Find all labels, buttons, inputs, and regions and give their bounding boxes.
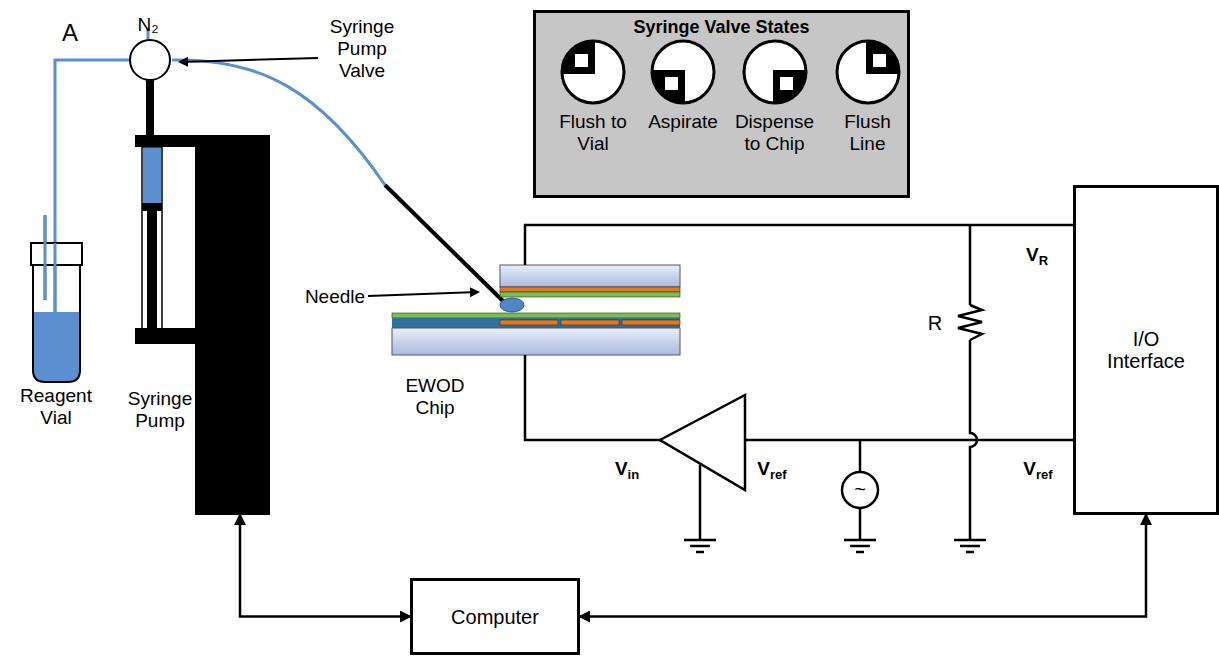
node-label: Aspirate [638, 111, 728, 133]
syringe-pump [135, 328, 270, 344]
valve-state: Flush to Vial [548, 31, 638, 181]
node-label: Syringe Pump [124, 388, 196, 432]
valve-state-icon [740, 37, 810, 107]
ac-source-symbol [842, 472, 878, 508]
syringe-pump [146, 80, 154, 138]
part-label: Syringe Pump Valve [317, 16, 407, 82]
syringe-pump [135, 135, 270, 147]
part-label: A [62, 22, 78, 44]
circuit-wires [745, 439, 1073, 442]
valve-port [652, 70, 685, 103]
ewod-chip [500, 265, 680, 287]
valve-state-panel: Syringe Valve StatesFlush to VialAspirat… [533, 10, 910, 198]
valve-state-icon [833, 37, 903, 107]
node-label: Computer [420, 606, 570, 628]
signal-name: Vref [1023, 458, 1052, 486]
valve-symbol [130, 40, 170, 80]
circuit-wires [699, 465, 702, 540]
node-label: Flush to Vial [553, 111, 633, 155]
reagent-vial [31, 215, 82, 382]
circuit-wires [525, 225, 1073, 265]
ewod-chip [500, 298, 524, 312]
valve-port [575, 54, 588, 67]
ewod-chip [561, 320, 619, 325]
part-label: N₂ [137, 14, 158, 36]
ewod-chip [622, 320, 680, 325]
valve-state-icon [558, 37, 628, 107]
ground-symbol [954, 540, 986, 552]
ewod-chip [392, 318, 680, 328]
node-label: I/O Interface [1096, 328, 1196, 372]
syringe-pump [142, 203, 162, 211]
reagent-vial [44, 215, 47, 300]
valve-state: Dispense to Chip [727, 31, 822, 181]
valve-body [837, 41, 899, 103]
process-box: Computer [410, 578, 580, 655]
ground-symbol [844, 540, 876, 552]
part-label: Needle [305, 286, 365, 308]
valve-port [780, 77, 793, 90]
leader-line [368, 292, 478, 296]
ewod-chip [392, 313, 680, 318]
circuit-wires [525, 225, 1073, 540]
leader-line [180, 58, 318, 62]
connector-arrow [580, 515, 1146, 617]
signal-name: Vin [615, 458, 639, 486]
syringe-pump [147, 211, 157, 331]
part-label: EWOD Chip [395, 375, 475, 419]
panel-title: Syringe Valve States [536, 16, 907, 38]
circuit-wires [859, 508, 862, 540]
process-box: I/O Interface [1073, 185, 1219, 515]
valve-state-icon [744, 41, 806, 103]
ewod-chip [392, 265, 680, 355]
resistor-symbol [958, 305, 982, 340]
tubing [44, 215, 47, 300]
ground-symbol [684, 540, 716, 552]
syringe-pump [135, 80, 270, 515]
connector-arrow [240, 515, 410, 617]
ewod-chip [500, 320, 558, 325]
circuit-wires [859, 440, 862, 472]
syringe-pump: Syringe Pump [130, 135, 270, 515]
signal-name: Vref [757, 458, 786, 486]
valve-body [744, 41, 806, 103]
valve-state-icon [652, 41, 714, 103]
valve-port [866, 41, 899, 74]
valve-state-icon [837, 41, 899, 103]
node-label: Dispense to Chip [731, 111, 819, 155]
amplifier-symbol [660, 395, 745, 490]
signal-name: VR [1026, 244, 1048, 272]
valve-body [652, 41, 714, 103]
syringe-pump [195, 135, 270, 515]
valve-port [873, 54, 886, 67]
node-label: Flush Line [833, 111, 903, 155]
needle [385, 185, 505, 303]
circuit-wires [969, 225, 972, 305]
valve-state-icon [562, 41, 624, 103]
circuit-wires [525, 355, 660, 440]
ewod-chip [500, 287, 680, 292]
valve-port [665, 77, 678, 90]
valve-port [562, 41, 595, 74]
valve-port [773, 70, 806, 103]
part-label: ~ [854, 478, 866, 500]
valve-state: Aspirate [638, 31, 728, 181]
valve-state-icon [648, 37, 718, 107]
valve-body [562, 41, 624, 103]
ewod-chip [392, 328, 680, 355]
reagent-vial [54, 243, 57, 330]
tubing [55, 60, 130, 330]
syringe-pump [143, 148, 161, 203]
syringe-pump [142, 147, 162, 337]
valve-state: Flush Line [825, 31, 910, 181]
part-label: R [928, 312, 942, 334]
part-label: Reagent Vial [10, 385, 102, 429]
ground-symbol [684, 540, 986, 552]
ewod-chip [500, 292, 680, 297]
